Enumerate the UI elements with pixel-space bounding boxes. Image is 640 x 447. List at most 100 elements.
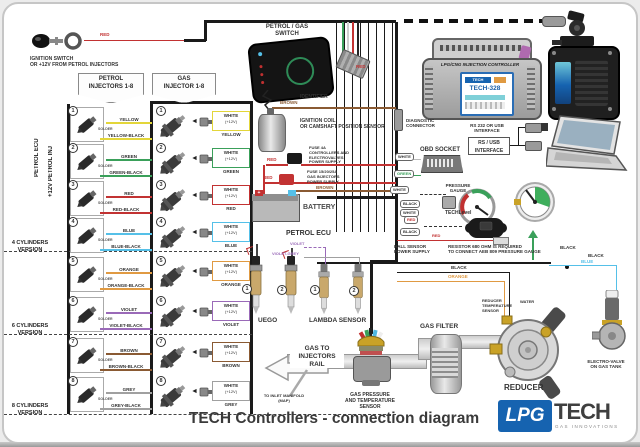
gas-injector-row: 6 ◄ WHITE (+12V) VIOLET <box>154 296 250 333</box>
separator-4cyl <box>4 251 252 252</box>
dashed-wire <box>424 226 462 227</box>
hall-sensor-label: HALL SENSOR POWER SUPPLY <box>394 244 430 255</box>
wire-segment <box>204 20 207 41</box>
gas-injector-row: 1 ◄ WHITE (+12V) YELLOW <box>154 106 250 143</box>
sensor-wire <box>256 244 258 264</box>
gas-wire-sub-label: (+12V) <box>224 350 238 356</box>
wire-segment <box>510 145 518 147</box>
wire-label-black: BLACK <box>451 265 467 270</box>
screw <box>608 107 612 111</box>
gas-injector-row: 8 ◄ WHITE (+12V) GREY <box>154 376 250 413</box>
gas-connector-icon <box>199 191 212 201</box>
arrow-left-icon: ◄ <box>191 192 198 199</box>
petrol-injector-row: 1 YELLOW SOLDER YELLOW-BLACK <box>68 106 154 143</box>
injector-number: 7 <box>156 337 166 347</box>
usb-plug-icon <box>541 123 548 131</box>
lambda-sensor-icon <box>318 264 330 315</box>
logo-tech-wrap: TECH GAS INNOVATIONS <box>552 399 619 429</box>
petrol-injector-row: 8 GREY SOLDER GREY-BLACK <box>68 376 154 413</box>
harness-wire <box>360 22 361 232</box>
gas-wire-box: WHITE (+12V) <box>212 111 250 131</box>
petrol-injector-row: 4 BLUE SOLDER BLUE-BLACK <box>68 217 154 254</box>
petrol-wire2-label: BLUE-BLACK <box>100 244 152 251</box>
reducer-temp-label: REDUCER TEMPERATURE SENSOR <box>482 298 513 313</box>
gas-wire-top-label: WHITE <box>223 263 239 268</box>
petrol-wire2-label: GREY-BLACK <box>100 403 152 410</box>
battery-label: BATTERY <box>303 204 336 211</box>
fuse1-label: FUSE 4A CONTROLLERS AND ELECTROVALVES PO… <box>309 145 350 165</box>
wire-label-blue: BLUE <box>581 259 594 264</box>
petrol-wire1-label: BLUE <box>106 228 152 235</box>
controller-connector-slots <box>440 45 522 51</box>
gas-wire-color-label: GREY <box>224 402 238 407</box>
sensor-number: 1 <box>242 284 252 294</box>
battery-plus-terminal: + <box>255 190 263 196</box>
wire-segment <box>518 127 520 146</box>
petrol-wire1-label: GREEN <box>106 154 152 161</box>
gas-banner: GAS INJECTOR 1-8 <box>152 73 216 103</box>
serial-plug-icon <box>525 141 542 151</box>
gas-wire-sub-label: (+12V) <box>224 193 238 199</box>
pressure-gauge-label: PRESSURE GAUGE <box>445 183 471 194</box>
cable-ferrule <box>542 16 566 27</box>
black-controller-plate <box>575 60 608 106</box>
switch-display <box>284 55 316 87</box>
gas-collector-line <box>250 101 253 414</box>
injector-number: 3 <box>156 180 166 190</box>
wire-segment <box>317 196 396 199</box>
harness-wire <box>368 22 369 232</box>
wire-segment <box>518 145 526 147</box>
label-6-cylinders: 6 CYLINDERS VERSION <box>11 323 49 336</box>
arrow-left-icon: ◄ <box>191 229 198 236</box>
usb-plug-icon <box>525 123 542 133</box>
wire-segment <box>184 39 206 42</box>
wire-tag-red: RED <box>404 216 419 224</box>
injector-number: 8 <box>68 376 78 386</box>
gas-injector-icon <box>160 226 186 249</box>
diagnostic-label: DIAGNOSTIC CONNECTOR <box>406 118 435 129</box>
wire-segment <box>518 127 526 129</box>
gas-injector-row: 4 ◄ WHITE (+12V) BLUE <box>154 217 250 254</box>
gas-wire-color-label: ORANGE <box>221 282 241 287</box>
ignition-coil-icon <box>258 114 286 152</box>
solder-note: SOLDER <box>98 201 113 205</box>
gas-wire-top-label: WHITE <box>223 113 239 118</box>
injector-number: 1 <box>156 106 166 116</box>
blue-wire <box>616 265 618 292</box>
gas-wire-sub-label: (+12V) <box>224 119 238 125</box>
fuse2-label: FUSE 15/20/25A GAS INJECTORS POWER SUPPL… <box>307 169 340 184</box>
red-wire <box>263 165 265 197</box>
gas-pressure-label: GAS PRESSURE AND TEMPERATURE SENSOR <box>345 392 395 410</box>
petrol-ecu-side-label: PETROL ECU <box>34 138 40 177</box>
black-controller-label <box>555 62 571 104</box>
petrol-injector-box <box>70 257 104 292</box>
petrol-injector-icon <box>77 347 97 364</box>
petrol-wire1-label: RED <box>106 191 152 198</box>
wire-label-orange: ORANGE <box>448 274 468 279</box>
gas-injector-row: 5 ◄ WHITE (+12V) ORANGE <box>154 256 250 293</box>
petrol-injector-icon <box>77 306 97 323</box>
grey-wire <box>359 257 360 267</box>
gas-injector-row: 2 ◄ WHITE (+12V) GREEN <box>154 143 250 180</box>
wire-segment <box>204 20 396 23</box>
petrol-injector-row: 2 GREEN SOLDER GREEN-BLACK <box>68 143 154 180</box>
petrol-wire2-label: GREEN-BLACK <box>100 170 152 177</box>
gas-injector-icon <box>160 115 186 138</box>
harness-wire <box>352 22 353 232</box>
uego-label: UEGO <box>258 317 278 324</box>
gas-injector-icon <box>160 265 186 288</box>
logo-tech-text: TECH <box>554 399 611 424</box>
sensor-number: 2 <box>277 285 287 295</box>
wire-label-violet-grey: VIOLET-GREY <box>272 251 299 256</box>
inlet-label: TO INLET MANIFOLD (MAP) <box>263 393 305 403</box>
petrol-injector-row: 7 BROWN SOLDER BROWN-BLACK <box>68 337 154 374</box>
petrol-injector-icon <box>77 227 97 244</box>
gas-wire-box: WHITE (+12V) <box>212 301 250 321</box>
red-wire <box>301 164 396 166</box>
gas-wire-top-label: WHITE <box>223 383 239 388</box>
petrol-injector-row: 5 ORANGE SOLDER ORANGE-BLACK <box>68 256 154 293</box>
page-bottom-shadow <box>0 442 640 447</box>
techlevel-icon <box>465 218 507 238</box>
identifier-wire <box>347 22 349 56</box>
